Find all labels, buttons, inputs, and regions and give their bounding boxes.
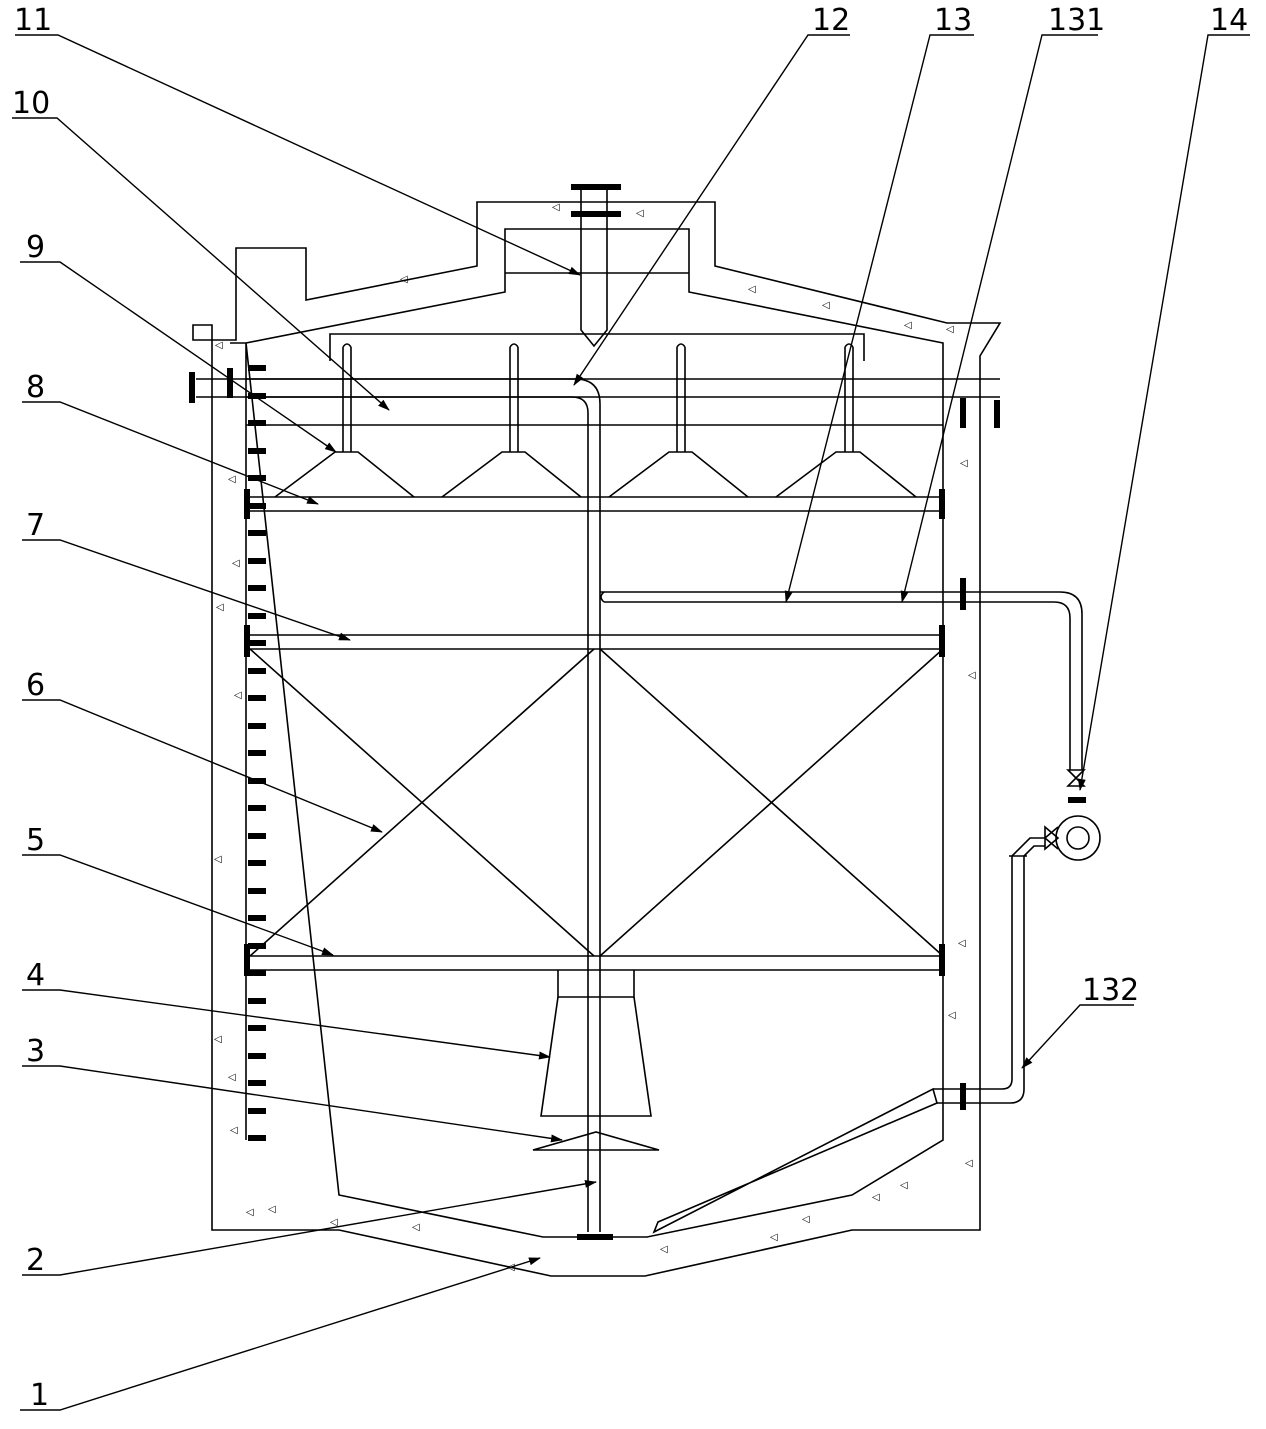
svg-text:◁: ◁ <box>900 1180 908 1191</box>
top-inlet-pipe <box>571 184 621 348</box>
svg-text:◁: ◁ <box>400 274 408 285</box>
outlet-pipe <box>600 578 1083 770</box>
label-1: 1 <box>30 1378 49 1413</box>
label-13: 13 <box>934 3 972 38</box>
svg-text:◁: ◁ <box>230 1125 238 1136</box>
svg-text:◁: ◁ <box>268 1204 276 1215</box>
callout-labels: 11 10 9 8 7 6 5 4 3 2 1 12 13 131 14 132 <box>12 3 1248 1413</box>
svg-text:◁: ◁ <box>960 458 968 469</box>
label-2: 2 <box>26 1243 45 1278</box>
svg-text:◁: ◁ <box>660 1244 668 1255</box>
label-6: 6 <box>26 668 45 703</box>
tank-shell <box>192 201 1002 1277</box>
svg-text:◁: ◁ <box>215 340 223 351</box>
packing-layer <box>249 648 944 957</box>
label-9: 9 <box>26 230 45 265</box>
svg-text:◁: ◁ <box>636 208 644 219</box>
svg-text:◁: ◁ <box>246 1207 254 1218</box>
svg-text:◁: ◁ <box>412 1222 420 1233</box>
level-marks <box>248 365 266 1141</box>
svg-text:◁: ◁ <box>216 602 224 613</box>
svg-text:◁: ◁ <box>232 558 240 569</box>
plate-7 <box>244 625 945 657</box>
svg-text:◁: ◁ <box>214 854 222 865</box>
central-pipe <box>246 378 613 1240</box>
label-5: 5 <box>26 823 45 858</box>
plate-5 <box>244 944 945 976</box>
svg-text:◁: ◁ <box>748 284 756 295</box>
label-11: 11 <box>14 3 52 38</box>
svg-text:◁: ◁ <box>214 1034 222 1045</box>
label-132: 132 <box>1082 973 1139 1008</box>
mixer-blade <box>532 1131 660 1151</box>
svg-text:◁: ◁ <box>802 1214 810 1225</box>
svg-text:◁: ◁ <box>904 320 912 331</box>
label-12: 12 <box>812 3 850 38</box>
svg-text:◁: ◁ <box>946 324 954 335</box>
svg-text:◁: ◁ <box>228 1072 236 1083</box>
label-4: 4 <box>26 958 45 993</box>
label-10: 10 <box>12 86 50 121</box>
svg-text:◁: ◁ <box>968 670 976 681</box>
label-14: 14 <box>1210 3 1248 38</box>
svg-text:◁: ◁ <box>330 1217 338 1228</box>
svg-text:◁: ◁ <box>228 474 236 485</box>
svg-text:◁: ◁ <box>234 690 242 701</box>
svg-text:◁: ◁ <box>770 1232 778 1243</box>
reaction-cone <box>540 970 652 1117</box>
svg-text:◁: ◁ <box>552 202 560 213</box>
svg-text:◁: ◁ <box>958 938 966 949</box>
svg-text:◁: ◁ <box>822 300 830 311</box>
sludge-return-pipe <box>652 837 1045 1234</box>
label-8: 8 <box>26 370 45 405</box>
concrete-hatching: ◁ ◁ ◁ ◁ ◁ ◁ ◁ ◁ ◁ ◁ ◁ ◁ ◁ ◁ ◁ ◁ ◁ ◁ ◁ ◁ ◁ ◁ ◁ ◁ ◁ ◁ ◁… <box>214 202 976 1273</box>
leader-lines <box>12 34 1250 1411</box>
collection-trough <box>189 333 1000 498</box>
label-3: 3 <box>26 1034 45 1069</box>
svg-text:◁: ◁ <box>872 1192 880 1203</box>
plate-8 <box>244 489 945 519</box>
svg-text:◁: ◁ <box>948 1010 956 1021</box>
label-131: 131 <box>1048 3 1105 38</box>
svg-text:◁: ◁ <box>965 1158 973 1169</box>
label-7: 7 <box>26 508 45 543</box>
pump-14 <box>1043 769 1101 861</box>
